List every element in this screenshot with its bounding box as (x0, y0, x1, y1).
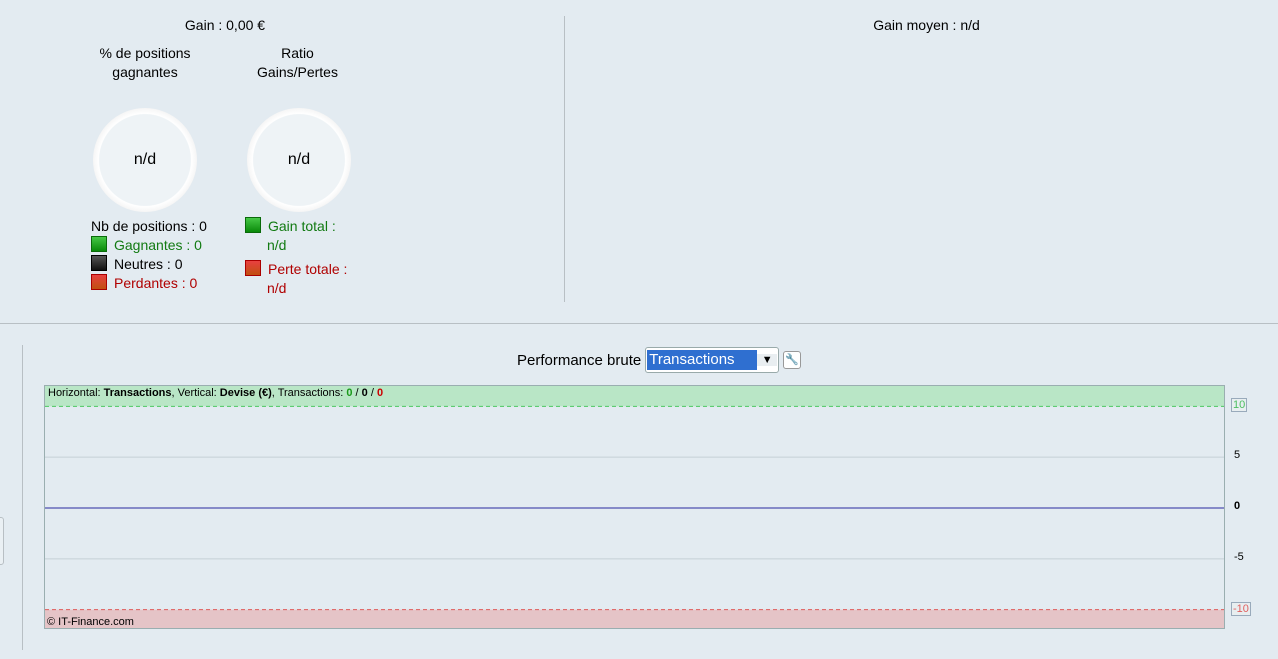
chart-area: Horizontal: Transactions, Vertical: Devi… (44, 385, 1225, 629)
gauge-ratio-value: n/d (287, 151, 311, 168)
gauge-win-percent: n/d (93, 108, 197, 212)
wrench-icon[interactable]: 🔧 (783, 351, 802, 369)
nb-positions: Nb de positions : 0 (91, 218, 207, 234)
red-square-icon (245, 260, 261, 276)
perte-totale-label: Perte totale : (268, 261, 348, 277)
side-panel-handle[interactable] (0, 517, 4, 565)
positions-legend: Nb de positions : 0 Gagnantes : 0 Neutre… (91, 217, 207, 293)
left-divider (22, 345, 23, 650)
performance-header: Performance brute Transactions ▼ 🔧 (517, 347, 802, 373)
gain-total-value: n/d (267, 237, 287, 253)
select-value: Transactions (647, 350, 758, 370)
gauge-win-value: n/d (133, 151, 157, 168)
gauge-ratio-title: Ratio Gains/Pertes (257, 45, 338, 80)
performance-label: Performance brute (517, 351, 642, 369)
green-square-icon (245, 217, 261, 233)
gain-moyen: Gain moyen : n/d (873, 17, 980, 33)
gain-title: Gain : 0,00 € (184, 17, 266, 33)
loss-zone (45, 609, 1224, 628)
y-tick-label: 5 (1234, 449, 1241, 462)
section-divider (0, 323, 1278, 324)
y-tick-label: -10 (1231, 601, 1251, 616)
chevron-down-icon: ▼ (757, 354, 778, 366)
black-square-icon (91, 255, 107, 271)
copyright: © IT-Finance.com (47, 616, 134, 628)
gauge-ratio: n/d (247, 108, 351, 212)
performance-select[interactable]: Transactions ▼ (645, 347, 780, 373)
red-square-icon (91, 274, 107, 290)
chart-info: Horizontal: Transactions, Vertical: Devi… (48, 387, 384, 399)
gain-zone (45, 386, 1224, 407)
gain-total-label: Gain total : (268, 218, 336, 234)
gauge-win-title: % de positions gagnantes (99, 45, 191, 80)
perdantes: Perdantes : 0 (114, 275, 198, 291)
perte-totale-value: n/d (267, 280, 287, 296)
y-tick-label: -5 (1234, 550, 1244, 563)
divider (564, 16, 565, 302)
totals-legend: Gain total : n/d Perte totale : n/d (245, 217, 347, 298)
chart-svg (45, 386, 1224, 628)
green-square-icon (91, 236, 107, 252)
y-tick-label: 0 (1234, 500, 1241, 512)
gagnantes: Gagnantes : 0 (114, 237, 202, 253)
neutres: Neutres : 0 (114, 256, 183, 272)
y-tick-label: 10 (1231, 398, 1248, 413)
